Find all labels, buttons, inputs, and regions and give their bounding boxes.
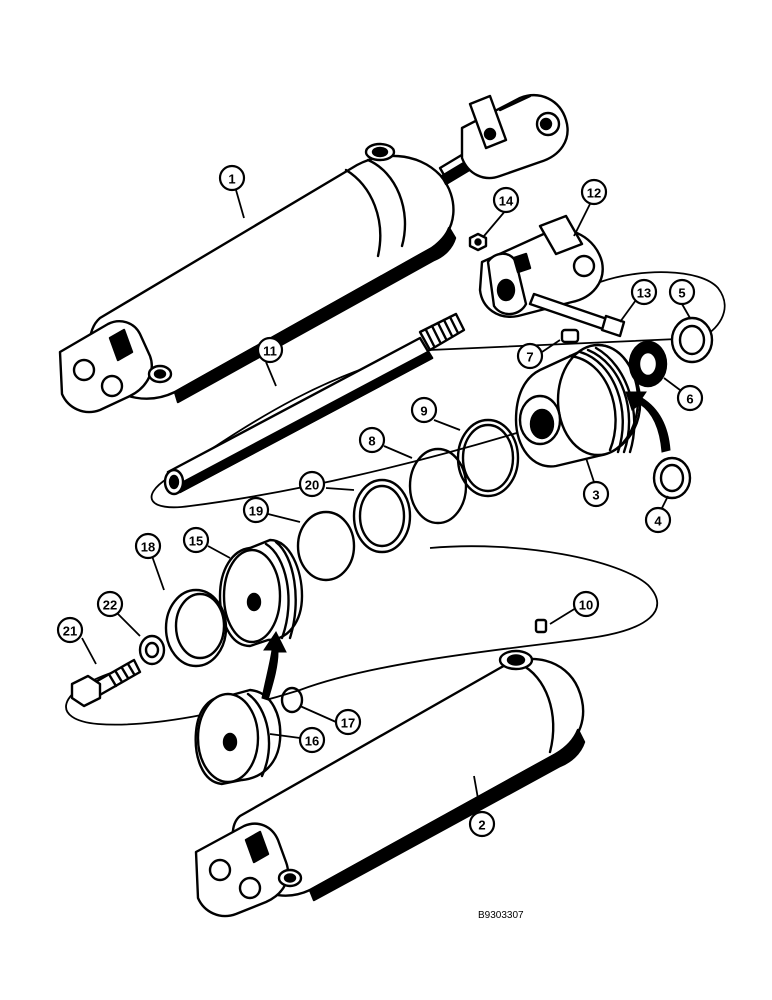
svg-text:8: 8: [368, 434, 375, 449]
callout-4: 4: [644, 506, 672, 534]
svg-text:15: 15: [189, 534, 203, 549]
callout-17: 17: [334, 708, 362, 736]
install-arrow-lower: [261, 631, 287, 701]
callout-9: 9: [410, 396, 438, 424]
rod-seal-6: [628, 340, 668, 388]
svg-text:6: 6: [686, 392, 693, 407]
callout-22: 22: [96, 590, 124, 618]
callout-3: 3: [582, 480, 610, 508]
callout-20: 20: [298, 470, 326, 498]
svg-text:11: 11: [263, 344, 277, 359]
o-ring-8: [408, 447, 468, 525]
o-ring-19: [296, 510, 356, 582]
callout-14: 14: [492, 186, 520, 214]
svg-text:3: 3: [592, 488, 599, 503]
fitting-10: [534, 618, 548, 634]
callout-12: 12: [580, 178, 608, 206]
svg-text:12: 12: [587, 186, 601, 201]
svg-text:19: 19: [249, 504, 263, 519]
svg-text:10: 10: [579, 598, 593, 613]
svg-text:13: 13: [637, 286, 651, 301]
o-ring-17: [280, 686, 304, 714]
callout-10: 10: [572, 590, 600, 618]
cylinder-barrel-2: [194, 649, 586, 918]
rod-guide-3: [514, 343, 642, 468]
svg-text:1: 1: [228, 172, 235, 187]
svg-text:22: 22: [103, 598, 117, 613]
svg-text:18: 18: [141, 540, 155, 555]
svg-text:16: 16: [305, 734, 319, 749]
callout-19: 19: [242, 496, 270, 524]
nut-14: [468, 232, 488, 252]
ring-20: [352, 478, 412, 554]
svg-text:7: 7: [526, 350, 533, 365]
install-arrow-upper: [625, 391, 671, 453]
washer-22: [138, 634, 166, 666]
leader-lines: [81, 189, 691, 811]
svg-text:9: 9: [420, 404, 427, 419]
drawing-id: B9303307: [478, 910, 524, 921]
callout-6: 6: [676, 384, 704, 412]
callout-1: 1: [218, 164, 246, 192]
wiper-5: [670, 316, 714, 364]
svg-text:4: 4: [654, 514, 662, 529]
svg-text:14: 14: [499, 194, 514, 209]
callout-2: 2: [468, 810, 496, 838]
svg-text:20: 20: [305, 478, 319, 493]
o-ring-9: [456, 418, 520, 498]
svg-text:17: 17: [341, 716, 355, 731]
kit-loop-lower: [65, 545, 659, 726]
callout-18: 18: [134, 532, 162, 560]
piston-16: [194, 688, 282, 786]
callout-13: 13: [630, 278, 658, 306]
rod-clevis-12: [478, 214, 604, 318]
callout-7: 7: [516, 342, 544, 370]
callout-16: 16: [298, 726, 326, 754]
bolt-13: [528, 292, 626, 338]
svg-text:21: 21: [63, 624, 77, 639]
wear-ring-18: [164, 588, 228, 668]
backup-ring-4: [652, 456, 692, 500]
callout-8: 8: [358, 426, 386, 454]
svg-text:2: 2: [478, 818, 485, 833]
set-screw-7: [560, 328, 580, 344]
callout-11: 11: [256, 336, 284, 364]
cylinder-assembly-1: [58, 94, 569, 414]
piston-15: [218, 538, 304, 648]
callout-15: 15: [182, 526, 210, 554]
cap-screw-21: [70, 658, 142, 708]
svg-text:5: 5: [678, 286, 685, 301]
callout-5: 5: [668, 278, 696, 306]
callout-21: 21: [56, 616, 84, 644]
piston-rod-11: [163, 312, 466, 496]
